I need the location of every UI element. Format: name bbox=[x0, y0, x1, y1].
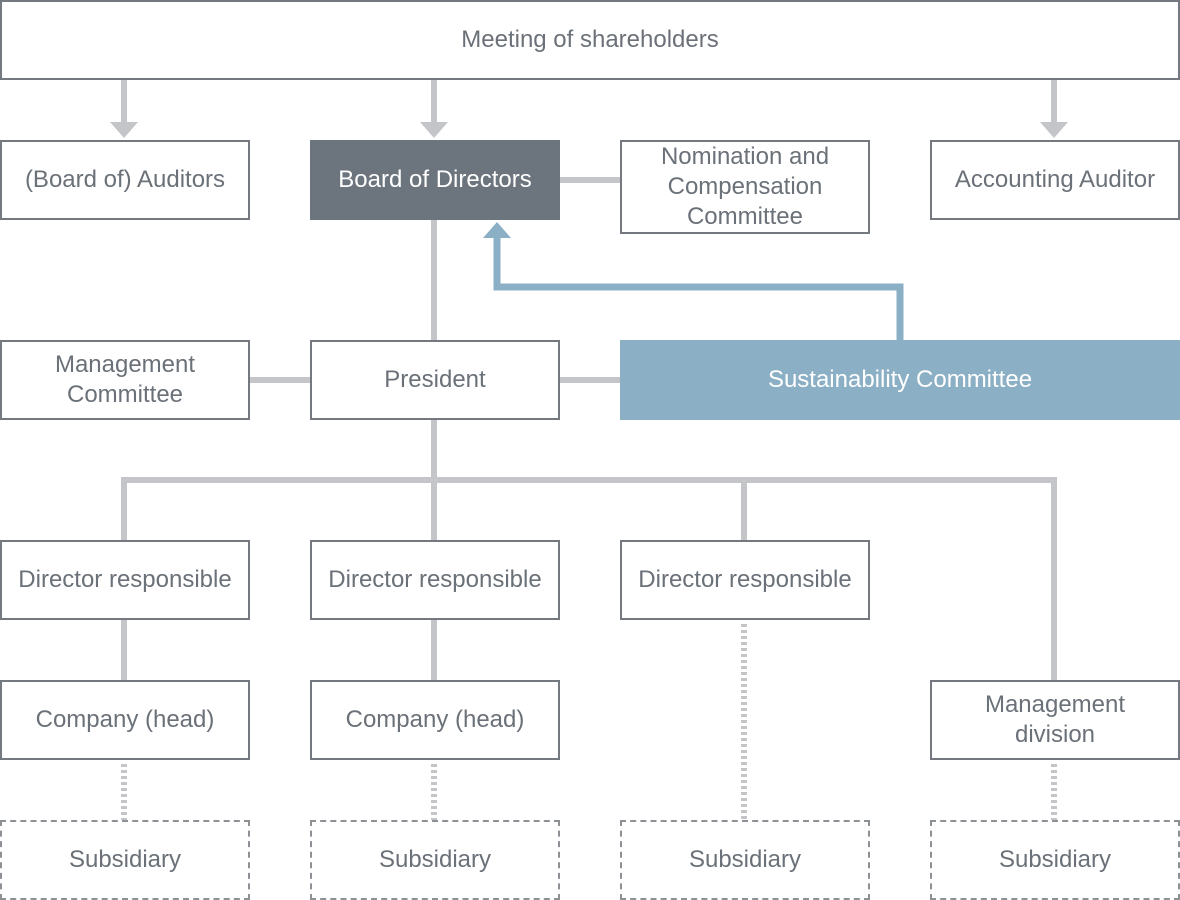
sustainability-committee-label: Sustainability Committee bbox=[767, 366, 1033, 393]
accounting-auditor-label: Accounting Auditor bbox=[954, 166, 1156, 193]
management-committee-label: Management Committee bbox=[54, 351, 196, 408]
director-bus bbox=[121, 477, 1057, 680]
subsidiary-label: Subsidiary bbox=[998, 846, 1112, 873]
company-head-label: Company (head) bbox=[35, 706, 215, 733]
sustainability-arrow-head bbox=[483, 222, 511, 238]
subsidiary-label: Subsidiary bbox=[68, 846, 182, 873]
subsidiary-label: Subsidiary bbox=[378, 846, 492, 873]
meeting-of-shareholders-label: Meeting of shareholders bbox=[461, 26, 719, 53]
subsidiary-box: Subsidiary bbox=[930, 820, 1180, 900]
president-label: President bbox=[384, 366, 486, 393]
management-committee-box: Management Committee bbox=[0, 340, 250, 420]
subsidiary-box: Subsidiary bbox=[0, 820, 250, 900]
subsidiary-box: Subsidiary bbox=[620, 820, 870, 900]
arrow-to-auditors-head bbox=[110, 122, 138, 138]
meeting-of-shareholders-box: Meeting of shareholders bbox=[0, 0, 1180, 80]
accounting-auditor-box: Accounting Auditor bbox=[930, 140, 1180, 220]
director-responsible-box: Director responsible bbox=[310, 540, 560, 620]
management-division-box: Management division bbox=[930, 680, 1180, 760]
nomination-committee-box: Nomination and Compensation Committee bbox=[620, 140, 870, 234]
company-head-label: Company (head) bbox=[345, 706, 525, 733]
director-responsible-label: Director responsible bbox=[18, 566, 232, 593]
director-responsible-label: Director responsible bbox=[328, 566, 542, 593]
director-responsible-box: Director responsible bbox=[0, 540, 250, 620]
board-of-directors-box: Board of Directors bbox=[310, 140, 560, 220]
arrow-to-board-head bbox=[420, 122, 448, 138]
company-head-box: Company (head) bbox=[0, 680, 250, 760]
arrow-to-accounting-head bbox=[1040, 122, 1068, 138]
nomination-committee-label: Nomination and Compensation Committee bbox=[660, 143, 830, 230]
subsidiary-box: Subsidiary bbox=[310, 820, 560, 900]
company-head-box: Company (head) bbox=[310, 680, 560, 760]
subsidiary-label: Subsidiary bbox=[688, 846, 802, 873]
sustainability-committee-box: Sustainability Committee bbox=[620, 340, 1180, 420]
board-of-directors-label: Board of Directors bbox=[338, 166, 532, 193]
director-responsible-box: Director responsible bbox=[620, 540, 870, 620]
auditors-label: (Board of) Auditors bbox=[24, 166, 226, 193]
management-division-label: Management division bbox=[984, 691, 1126, 748]
president-box: President bbox=[310, 340, 560, 420]
auditors-box: (Board of) Auditors bbox=[0, 140, 250, 220]
sustainability-to-board-arrow bbox=[493, 236, 904, 340]
director-responsible-label: Director responsible bbox=[638, 566, 852, 593]
